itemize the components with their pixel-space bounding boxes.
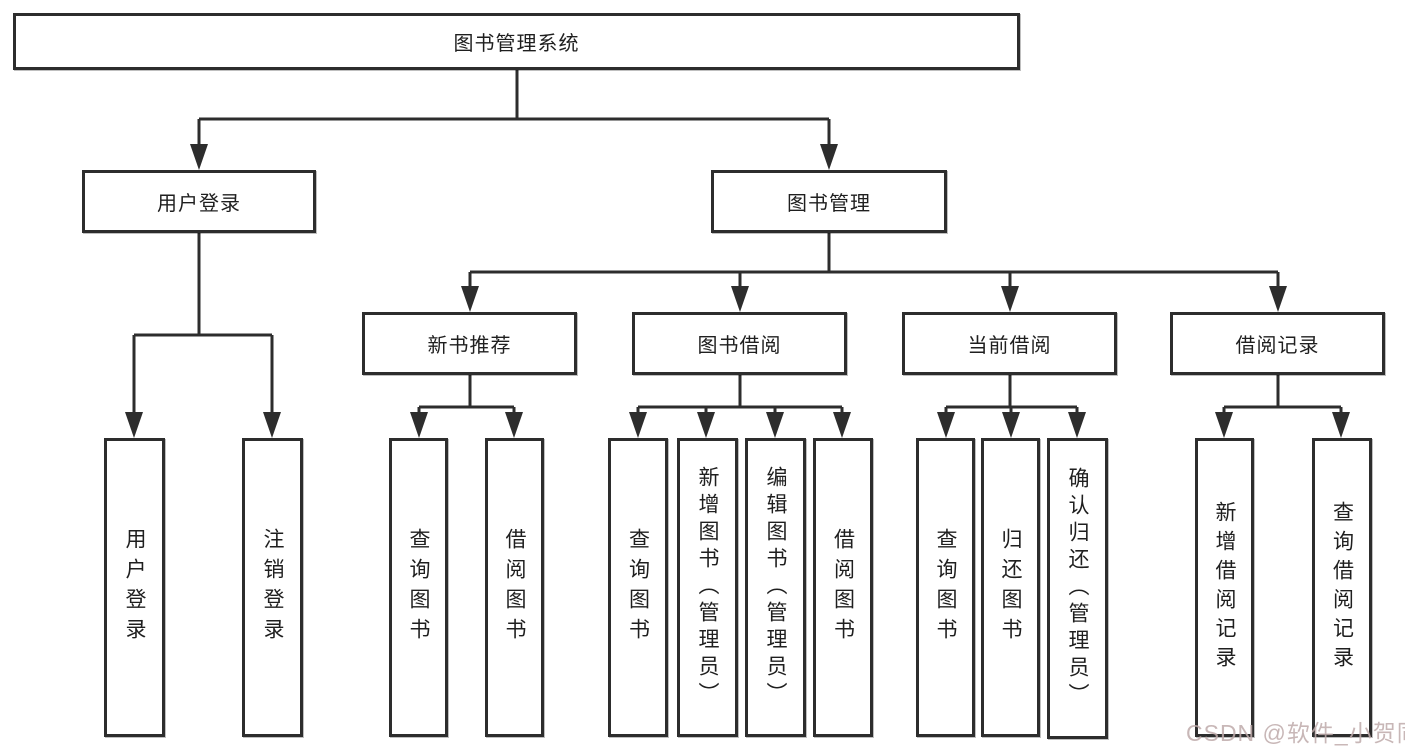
node-library-management-system: 图书管理系统 — [13, 13, 1020, 70]
leaf-confirm-return-admin: 确认归还（管理员） — [1047, 438, 1108, 739]
leaf-query-books-1: 查询图书 — [389, 438, 448, 737]
leaf-query-borrow-record: 查询借阅记录 — [1312, 438, 1372, 737]
node-book-borrowing: 图书借阅 — [632, 312, 847, 375]
leaf-borrow-books-2: 借阅图书 — [813, 438, 873, 737]
node-book-management-branch: 图书管理 — [711, 170, 947, 233]
leaf-add-borrow-record: 新增借阅记录 — [1195, 438, 1254, 737]
node-label: 查询借阅记录 — [1330, 500, 1354, 675]
node-label: 归还图书 — [999, 527, 1022, 648]
node-label: 新增借阅记录 — [1213, 500, 1236, 675]
node-label: 注销登录 — [261, 527, 284, 648]
node-label: 新增图书（管理员） — [696, 466, 719, 709]
leaf-return-books: 归还图书 — [981, 438, 1040, 737]
leaf-borrow-books-1: 借阅图书 — [485, 438, 544, 737]
csdn-watermark: CSDN @软件_小贺同学 — [1186, 720, 1405, 746]
node-label: 用户登录 — [123, 527, 146, 648]
node-label: 借阅图书 — [831, 527, 855, 648]
node-label: 图书管理 — [787, 193, 871, 215]
node-label: 查询图书 — [407, 527, 430, 648]
leaf-logout: 注销登录 — [242, 438, 303, 737]
node-label: 图书管理系统 — [453, 33, 580, 55]
node-label: 用户登录 — [157, 193, 241, 215]
node-label: 当前借阅 — [967, 335, 1052, 357]
node-label: 编辑图书（管理员） — [764, 466, 787, 709]
leaf-query-books-3: 查询图书 — [916, 438, 975, 737]
leaf-add-book-admin: 新增图书（管理员） — [677, 438, 738, 737]
node-current-borrowing: 当前借阅 — [902, 312, 1117, 375]
node-new-book-recommend: 新书推荐 — [362, 312, 577, 375]
node-label: 借阅图书 — [503, 527, 526, 648]
node-label: 图书借阅 — [697, 335, 782, 357]
node-label: 查询图书 — [626, 527, 650, 648]
node-label: 查询图书 — [934, 527, 957, 648]
node-label: 借阅记录 — [1235, 335, 1320, 357]
node-user-login-branch: 用户登录 — [82, 170, 316, 233]
node-label: 确认归还（管理员） — [1066, 467, 1089, 710]
leaf-query-books-2: 查询图书 — [608, 438, 668, 737]
leaf-edit-book-admin: 编辑图书（管理员） — [745, 438, 806, 737]
leaf-user-login: 用户登录 — [104, 438, 165, 737]
node-label: 新书推荐 — [427, 335, 512, 357]
node-borrowing-records: 借阅记录 — [1170, 312, 1385, 375]
